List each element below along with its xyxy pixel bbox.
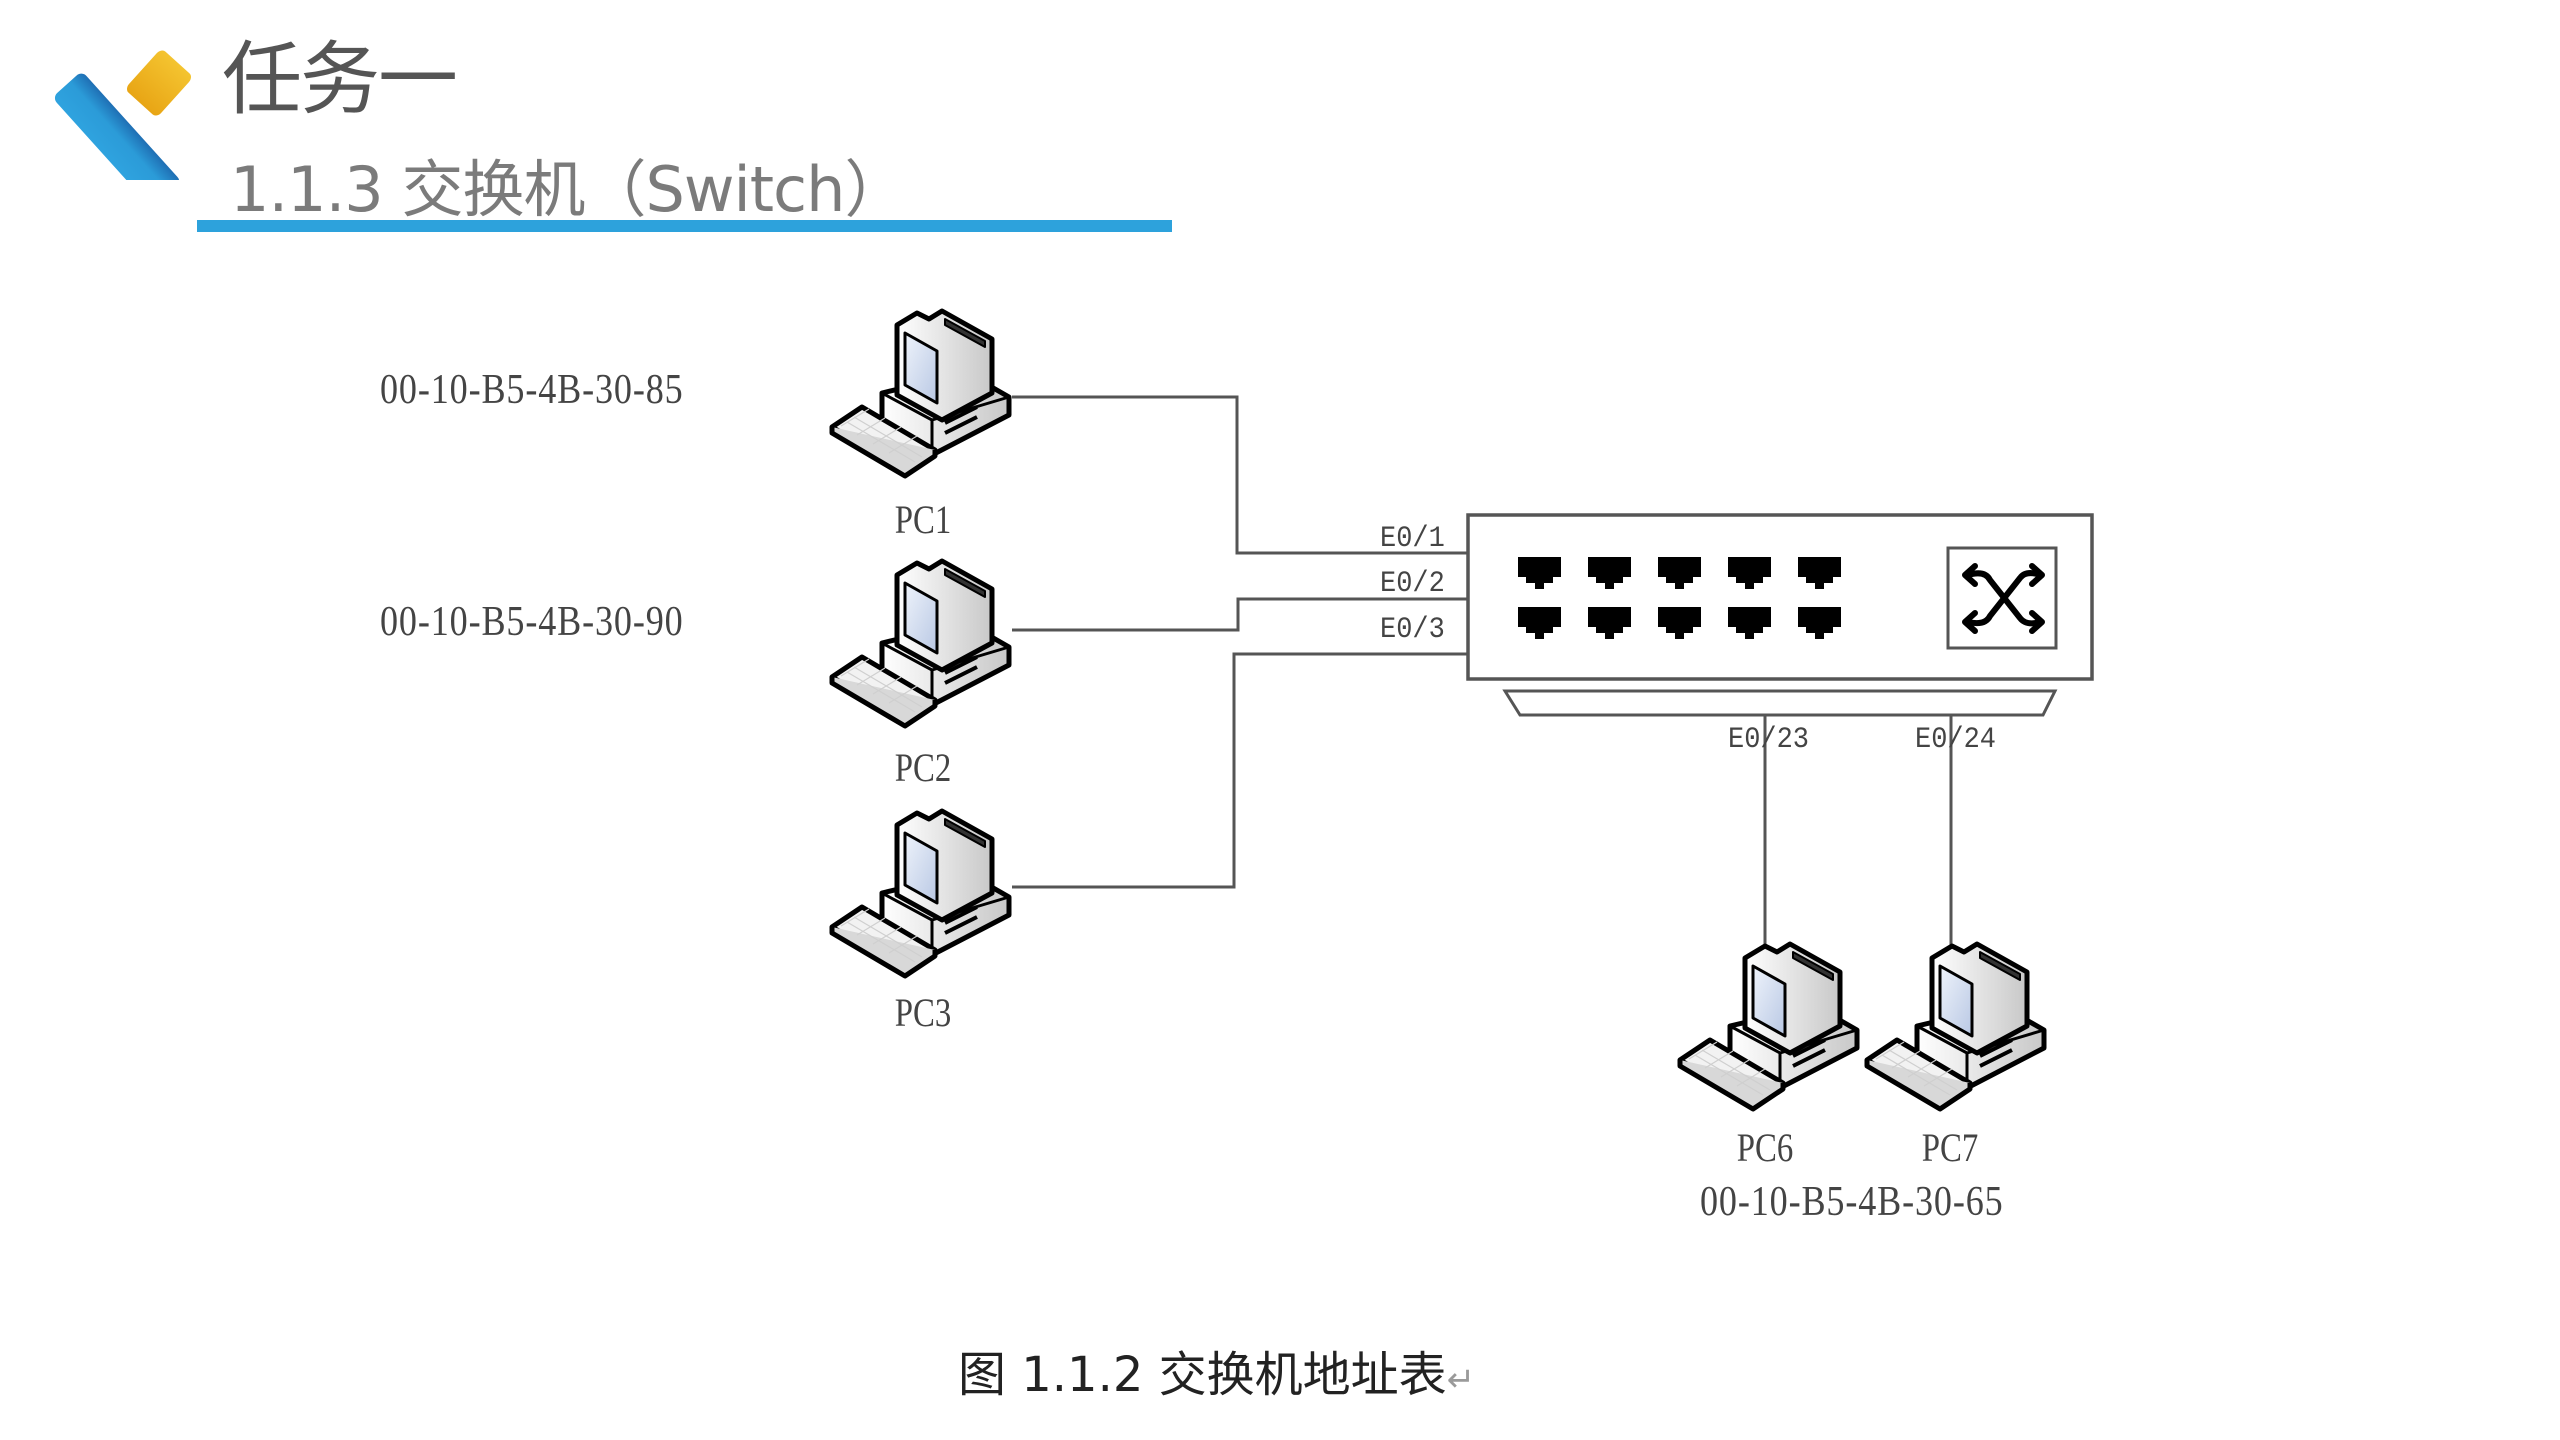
switch-cross-arrows-icon: [1962, 563, 2045, 634]
switch-device[interactable]: [1466, 513, 2094, 717]
link-pc2-e02: [1012, 597, 1468, 632]
pc2-computer-icon[interactable]: [827, 555, 1013, 730]
pc3-label: PC3: [894, 990, 952, 1035]
figure-caption: 图 1.1.2 交换机地址表↵: [958, 1345, 1475, 1410]
rj45-port-icon: [1798, 607, 1841, 639]
pc7-computer-icon[interactable]: [1862, 938, 2048, 1113]
logo-blue-bar: [54, 73, 180, 180]
switch-ports: [1518, 557, 1841, 639]
rj45-port-icon: [1728, 557, 1771, 589]
pc2-label: PC2: [894, 745, 952, 790]
port-label-e0-23: E0/23: [1728, 723, 1810, 757]
rj45-port-icon: [1798, 557, 1841, 589]
title-underline: [197, 220, 1172, 232]
rj45-port-icon: [1518, 557, 1561, 589]
port-label-e0-3: E0/3: [1380, 613, 1445, 647]
rj45-port-icon: [1658, 557, 1701, 589]
switch-base: [1502, 689, 2058, 717]
mac-label-pc6-pc7: 00-10-B5-4B-30-65: [1700, 1179, 2004, 1225]
pc1-computer-icon[interactable]: [827, 305, 1013, 480]
page-title: 任务一: [222, 33, 458, 126]
rj45-port-icon: [1658, 607, 1701, 639]
paragraph-return-icon: ↵: [1446, 1360, 1476, 1400]
port-label-e0-24: E0/24: [1915, 723, 1997, 757]
figure-caption-text: 图 1.1.2 交换机地址表: [958, 1347, 1447, 1403]
rj45-port-icon: [1588, 607, 1631, 639]
rj45-port-icon: [1518, 607, 1561, 639]
pc3-computer-icon[interactable]: [827, 805, 1013, 980]
pc1-label: PC1: [894, 497, 952, 542]
rj45-port-icon: [1728, 607, 1771, 639]
pc6-computer-icon[interactable]: [1675, 938, 1861, 1113]
pc6-label: PC6: [1736, 1125, 1794, 1170]
pc7-label: PC7: [1921, 1125, 1979, 1170]
port-label-e0-1: E0/1: [1380, 522, 1445, 556]
link-pc3-e03: [1012, 652, 1468, 889]
mac-label-pc1: 00-10-B5-4B-30-85: [380, 367, 684, 413]
port-label-e0-2: E0/2: [1380, 567, 1445, 601]
link-pc1-e01: [1012, 395, 1468, 555]
rj45-port-icon: [1588, 557, 1631, 589]
mac-label-pc2: 00-10-B5-4B-30-90: [380, 599, 684, 645]
logo-icon: [54, 50, 192, 180]
section-subtitle: 1.1.3 交换机（Switch）: [230, 153, 906, 226]
logo-yellow-diamond: [126, 50, 192, 116]
